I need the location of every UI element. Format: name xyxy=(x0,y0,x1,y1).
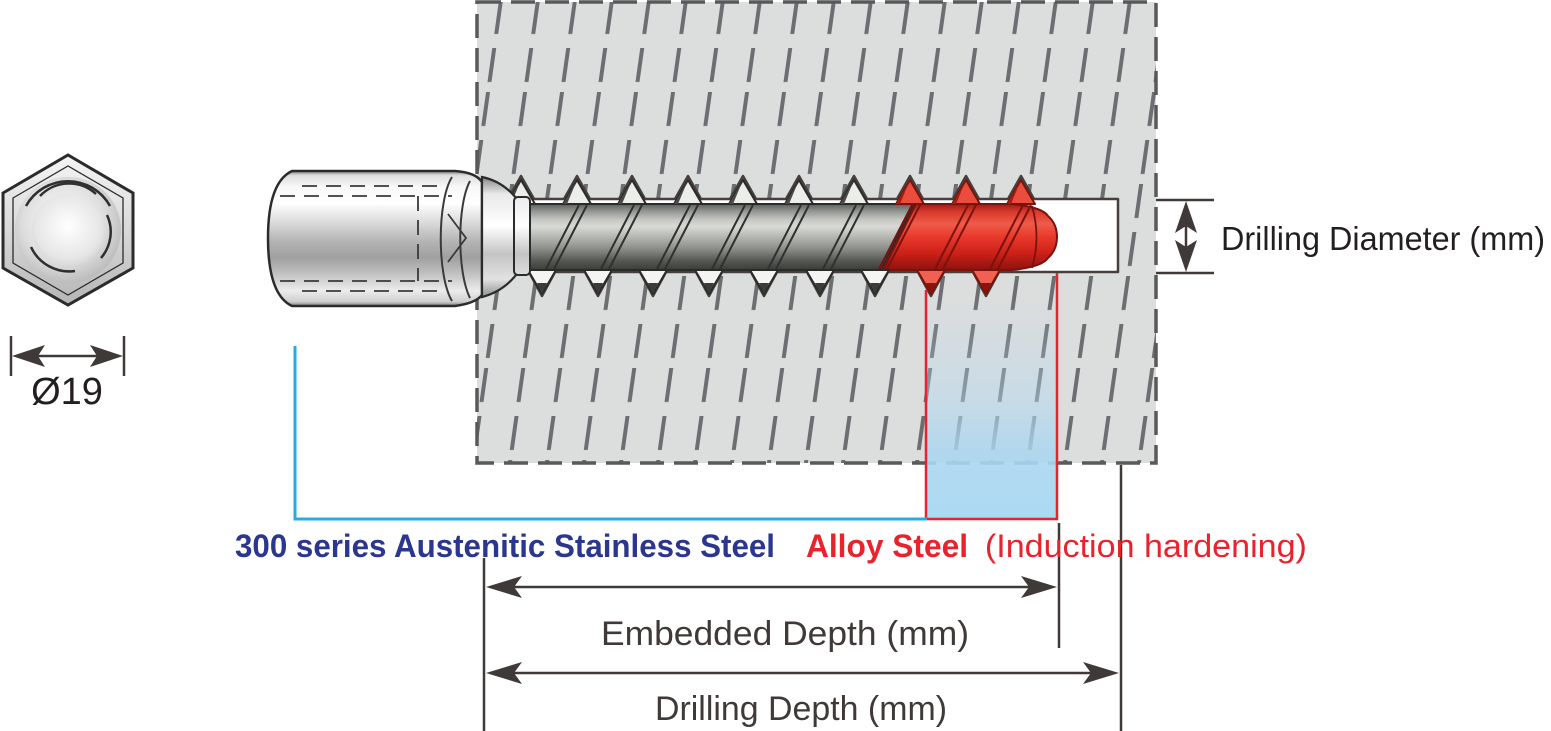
stainless-steel-label: 300 series Austenitic Stainless Steel xyxy=(235,528,775,564)
head-body xyxy=(266,169,484,308)
highlight-red-border xyxy=(924,273,1059,521)
machined-arcs xyxy=(24,179,112,273)
head-diameter-dimension xyxy=(9,336,126,376)
arrowhead-right xyxy=(1083,662,1119,684)
arrowhead-left xyxy=(486,576,522,598)
hardened-tip xyxy=(881,203,1059,271)
head-corner-arc-2 xyxy=(459,180,471,299)
hexagon-bevel xyxy=(12,165,124,296)
alloy-steel-label: Alloy Steel (Induction hardening) xyxy=(806,528,1307,564)
head-face-inner xyxy=(32,194,104,266)
induction-hardening-highlight xyxy=(924,273,1059,521)
thread-teeth-top xyxy=(506,179,869,205)
drilling-diameter-label: Drilling Diameter (mm) xyxy=(1221,220,1545,257)
arrowhead-right xyxy=(1021,576,1057,598)
alloy-steel-label-note: (Induction hardening) xyxy=(985,528,1307,564)
thread-teeth-bottom-red xyxy=(916,269,1001,295)
hex-head-end-view xyxy=(1,153,135,307)
arrowhead-right xyxy=(90,345,123,367)
drilling-diameter-dimension xyxy=(1156,198,1214,275)
thread-teeth-top-red-shade xyxy=(896,180,1021,204)
tip-cap-line xyxy=(1031,205,1038,269)
head-corner-arc-1 xyxy=(439,176,453,302)
washer-ridge xyxy=(513,196,531,276)
embedded-depth-dimension xyxy=(482,523,1061,731)
stainless-leader-line xyxy=(293,346,927,521)
alloy-steel-label-bold: Alloy Steel xyxy=(806,528,968,564)
screw-side-view xyxy=(266,169,1059,308)
head-hidden-lines xyxy=(280,185,452,292)
arrowhead-left xyxy=(12,345,45,367)
head-hidden-chevron xyxy=(447,213,468,263)
arrowhead-left xyxy=(486,662,522,684)
highlight-fade xyxy=(927,298,1056,519)
arrowhead-down xyxy=(1175,240,1197,272)
drilling-depth-dimension xyxy=(486,465,1123,731)
thread-helix-lines-red xyxy=(878,204,1032,270)
embedded-depth-label: Embedded Depth (mm) xyxy=(601,615,969,653)
arrowhead-up xyxy=(1175,201,1197,233)
screw-head-side-view xyxy=(266,169,531,308)
head-diameter-label: Ø19 xyxy=(31,371,103,413)
thread-teeth-bottom-tips xyxy=(537,283,880,294)
thread-helix-lines xyxy=(545,204,865,270)
drilling-depth-label: Drilling Depth (mm) xyxy=(655,690,947,728)
thread-teeth-bottom-red-tips xyxy=(926,283,991,294)
thread-teeth-bottom xyxy=(527,269,890,295)
